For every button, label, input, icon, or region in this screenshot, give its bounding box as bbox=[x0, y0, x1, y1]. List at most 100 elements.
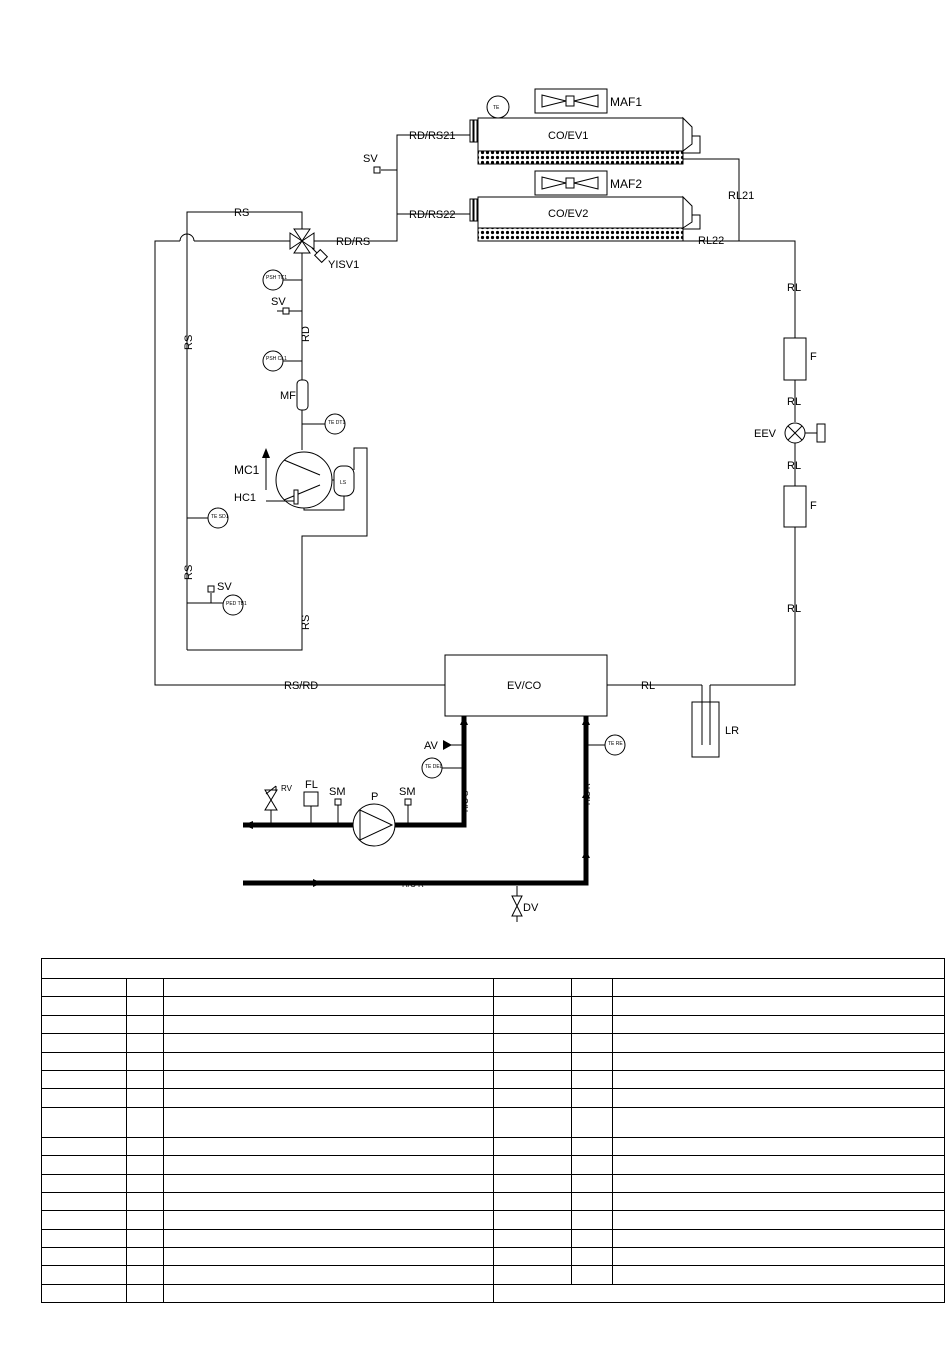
four-way-valve-yisv1 bbox=[289, 228, 329, 264]
table-row bbox=[41, 1247, 946, 1267]
hc-r-label: H/C R bbox=[402, 880, 424, 889]
ped-tb1-label: PED TB1 bbox=[226, 601, 247, 607]
rs-left-upper-label: RS bbox=[183, 335, 195, 350]
rv-label: RV bbox=[281, 784, 293, 793]
hc1-label: HC1 bbox=[234, 492, 256, 504]
table-row bbox=[41, 977, 946, 998]
hc-s-label: H/C S bbox=[461, 791, 470, 812]
mc1-label: MC1 bbox=[234, 463, 260, 477]
sv-top-label: SV bbox=[363, 153, 378, 165]
table-row bbox=[41, 1014, 946, 1035]
filter-f2 bbox=[783, 485, 807, 528]
pressure-sensor-ped-tb1: PED TB1 bbox=[211, 594, 247, 616]
rs-top-label: RS bbox=[234, 207, 249, 219]
table-row bbox=[41, 1191, 946, 1212]
table-row bbox=[41, 1228, 946, 1249]
service-valve-mid bbox=[282, 307, 290, 315]
dv-label: DV bbox=[523, 902, 539, 914]
psh-top-label: PSH TC1 bbox=[266, 275, 287, 281]
table-row bbox=[41, 1155, 946, 1175]
rs-left-lower-label: RS bbox=[183, 565, 195, 580]
rd-label: RD bbox=[300, 326, 312, 342]
rl21-label: RL21 bbox=[728, 190, 754, 202]
filter-f1 bbox=[783, 337, 807, 381]
rs-vertical-label: RS bbox=[300, 615, 312, 630]
service-valve-top bbox=[373, 166, 381, 174]
te-del-label: TE DEL bbox=[425, 764, 443, 770]
co-ev2-label: CO/EV2 bbox=[548, 208, 588, 220]
sensor-sm-right bbox=[404, 798, 412, 806]
rs-rd-label: RS/RD bbox=[284, 680, 318, 692]
ls-label: LS bbox=[340, 480, 347, 486]
rd-rs21-label: RD/RS21 bbox=[409, 130, 455, 142]
expansion-valve-eev bbox=[784, 422, 826, 444]
maf1-label: MAF1 bbox=[610, 95, 642, 109]
rl-right-1-label: RL bbox=[787, 282, 801, 294]
coil-co-ev2 bbox=[469, 195, 701, 242]
sm-right-label: SM bbox=[399, 786, 416, 798]
table-row bbox=[41, 1210, 946, 1230]
co-ev1-label: CO/EV1 bbox=[548, 130, 588, 142]
table-row bbox=[41, 1033, 946, 1053]
te-dt1-label: TE DT1 bbox=[328, 420, 345, 426]
refrigeration-circuit-diagram: MAF1 TE CO/EV1 MAF2 CO/EV2 RD/RS21 RD/RS… bbox=[154, 88, 826, 922]
fl-label: FL bbox=[305, 779, 318, 791]
pressure-switch-psh-tc1: PSH TC1 bbox=[262, 269, 302, 291]
yisv1-label: YISV1 bbox=[328, 259, 359, 271]
table-row bbox=[41, 1173, 946, 1193]
temp-sensor-te-del: TE DEL bbox=[421, 757, 464, 779]
fan-maf2 bbox=[534, 170, 608, 196]
mf-label: MF bbox=[280, 390, 296, 402]
table-row bbox=[41, 1265, 946, 1285]
hc-r-vertical-label: H/C R bbox=[583, 783, 592, 805]
rd-rs-label: RD/RS bbox=[336, 236, 370, 248]
rl-right-3-label: RL bbox=[787, 460, 801, 472]
heat-exchanger-ev-co bbox=[444, 654, 608, 717]
table-title-row bbox=[40, 958, 946, 979]
table-title-cell bbox=[40, 958, 946, 979]
compressor-mc1: LS bbox=[262, 447, 368, 619]
table-row bbox=[41, 1069, 946, 1090]
liquid-receiver-lr bbox=[691, 685, 720, 758]
te-sd1-label: TE SD1 bbox=[211, 514, 229, 520]
table-row bbox=[41, 996, 946, 1016]
service-valve-low bbox=[207, 585, 215, 593]
temp-sensor-te-top: TE bbox=[486, 95, 510, 119]
psh-mid-label: PSH CL1 bbox=[266, 356, 287, 362]
temp-sensor-te-ret: TE RE bbox=[586, 734, 626, 756]
sensor-sm-left bbox=[334, 798, 342, 806]
f1-label: F bbox=[810, 351, 817, 363]
table-row bbox=[41, 1106, 946, 1138]
pump-p bbox=[352, 803, 396, 847]
sm-left-label: SM bbox=[329, 786, 346, 798]
temp-sensor-te-dt1: TE DT1 bbox=[302, 413, 346, 435]
rl22-label: RL22 bbox=[698, 235, 724, 247]
lr-label: LR bbox=[725, 725, 739, 737]
rl-right-2-label: RL bbox=[787, 396, 801, 408]
eev-label: EEV bbox=[754, 428, 777, 440]
flow-switch-fl bbox=[303, 791, 319, 807]
drain-valve-dv bbox=[511, 886, 523, 922]
te-top-label: TE bbox=[493, 105, 500, 111]
pressure-switch-psh-cl1: PSH CL1 bbox=[262, 350, 302, 372]
rl-bottom-label: RL bbox=[641, 680, 655, 692]
f2-label: F bbox=[810, 500, 817, 512]
coil-co-ev1 bbox=[469, 116, 701, 165]
table-row bbox=[41, 1136, 946, 1157]
relief-valve-rv bbox=[264, 785, 278, 825]
table-row bbox=[41, 1051, 946, 1071]
ev-co-label: EV/CO bbox=[507, 680, 542, 692]
rl-right-4-label: RL bbox=[787, 603, 801, 615]
p-label: P bbox=[371, 791, 378, 803]
te-ret-label: TE RE bbox=[608, 741, 623, 747]
fan-maf1 bbox=[534, 88, 608, 114]
legend-table bbox=[40, 958, 946, 1304]
rd-rs22-label: RD/RS22 bbox=[409, 209, 455, 221]
maf2-label: MAF2 bbox=[610, 177, 642, 191]
table-row bbox=[41, 1283, 946, 1304]
table-row bbox=[41, 1088, 946, 1108]
muffler-mf bbox=[296, 379, 309, 411]
sv-low-label: SV bbox=[217, 581, 232, 593]
av-label: AV bbox=[424, 740, 439, 752]
sv-mid-label: SV bbox=[271, 296, 286, 308]
